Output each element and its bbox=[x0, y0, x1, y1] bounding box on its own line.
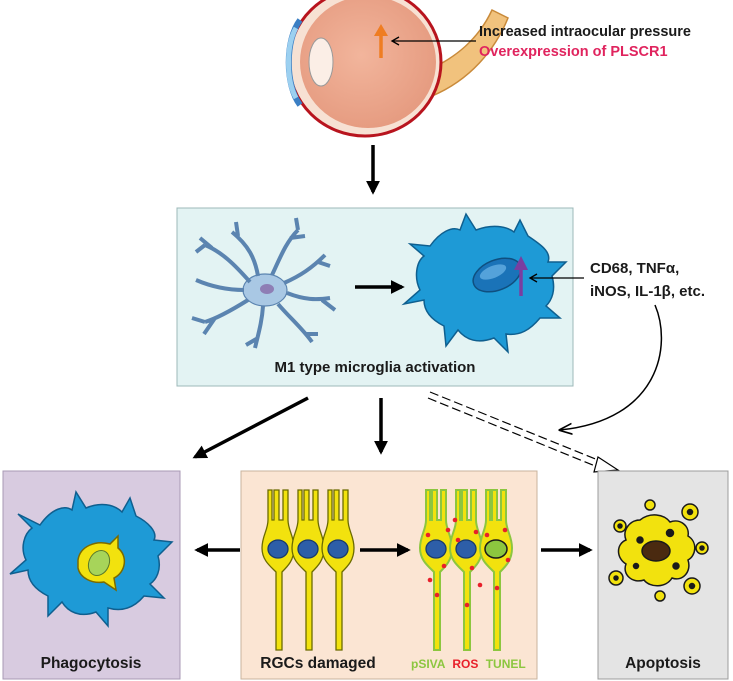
rgc-damaged-label: RGCs damaged bbox=[260, 655, 375, 672]
ros-label: ROS bbox=[452, 657, 478, 671]
markers-to-apoptosis-curve bbox=[560, 304, 663, 430]
pressure-label: Increased intraocular pressure bbox=[479, 24, 691, 40]
eye-illustration bbox=[285, 0, 509, 138]
dashed-arrow-to-apoptosis bbox=[427, 391, 620, 473]
stain-legend: pSIVA ROS TUNEL bbox=[411, 657, 526, 671]
markers-line2: iNOS, IL-1β, etc. bbox=[590, 283, 705, 300]
microglia-to-phagocytosis-arrow bbox=[192, 396, 309, 459]
ros-dots bbox=[425, 517, 511, 608]
tunel-label: TUNEL bbox=[486, 657, 526, 671]
markers-line1: CD68, TNFα, bbox=[590, 260, 679, 277]
psiva-label: pSIVA bbox=[411, 657, 446, 671]
phagocytic-microglia-cell bbox=[9, 490, 174, 629]
apoptotic-cell bbox=[608, 499, 709, 602]
plscr1-label: Overexpression of PLSCR1 bbox=[479, 44, 668, 60]
phagocytosis-label: Phagocytosis bbox=[41, 655, 142, 672]
damaged-rgc-cells bbox=[418, 489, 514, 651]
activated-microglia-cell bbox=[401, 212, 584, 355]
apoptosis-label: Apoptosis bbox=[625, 655, 701, 672]
microglia-caption: M1 type microglia activation bbox=[275, 359, 476, 376]
healthy-rgc-cells bbox=[261, 489, 355, 651]
resting-microglia-cell bbox=[191, 217, 337, 349]
